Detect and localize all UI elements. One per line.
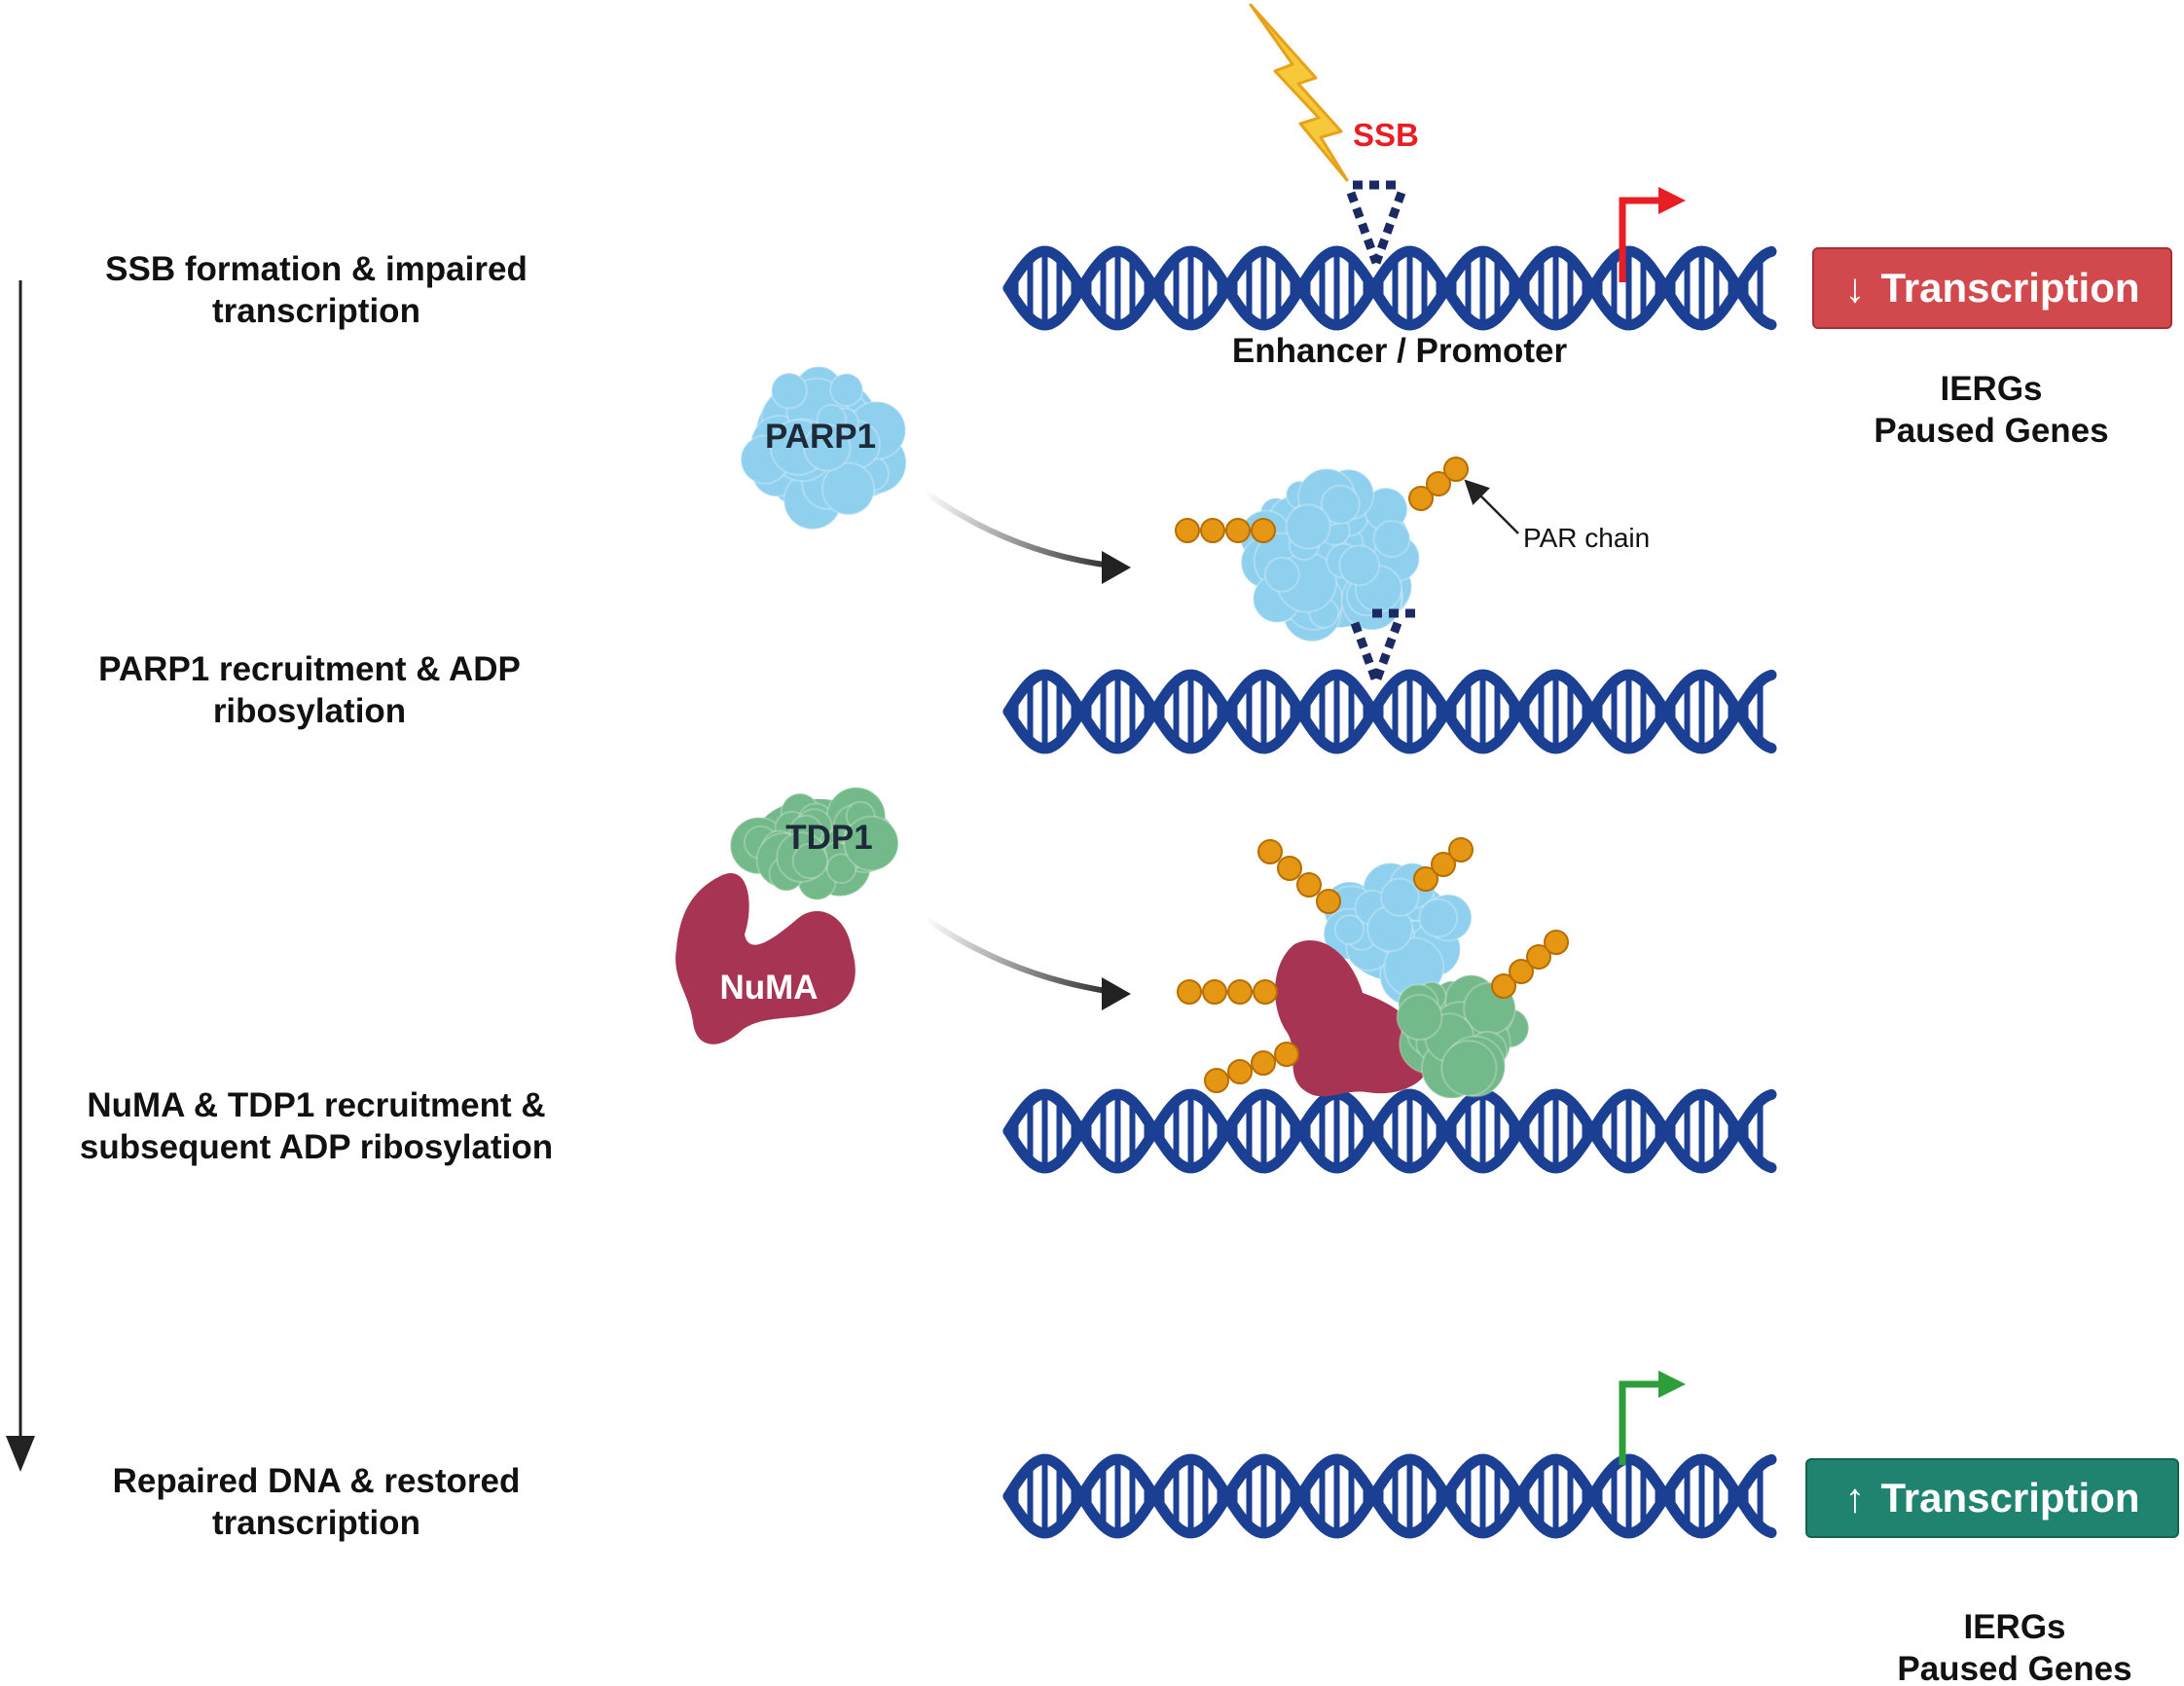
par-chain-label: PAR chain: [1523, 523, 1650, 553]
transcription-down-text: Transcription: [1880, 265, 2140, 311]
tdp1-label: TDP1: [785, 819, 872, 857]
recruitment-arrow-1: [923, 489, 1120, 569]
repair-complex-icon: [1275, 861, 1530, 1100]
genes-label-top: IERGs Paused Genes: [1874, 370, 2109, 450]
step-1-label: SSB formation & impaired transcription: [105, 250, 528, 330]
down-arrow-icon: ↓: [1844, 265, 1866, 311]
dna-helix-4: [1002, 1453, 1777, 1539]
recruitment-arrow-2-head: [1102, 977, 1131, 1010]
enhancer-promoter-label: Enhancer / Promoter: [1232, 332, 1568, 370]
recruitment-arrow-2: [923, 915, 1120, 996]
par-chain-pointer: [1464, 479, 1519, 534]
transcription-up-text: Transcription: [1880, 1475, 2140, 1521]
parp1-bound-protein-icon: [1239, 467, 1421, 642]
step-3-label: NuMA & TDP1 recruitment & subsequent ADP…: [79, 1086, 554, 1166]
ssb-label: SSB: [1353, 117, 1419, 153]
ssb-break-icon-2: [1350, 608, 1416, 683]
par-chains-step2: [1175, 457, 1469, 543]
numa-protein-icon: [675, 873, 855, 1045]
tss-arrow-down-icon: [1619, 187, 1686, 282]
genes-label-bottom: IERGs Paused Genes: [1897, 1608, 2132, 1686]
up-arrow-icon: ↑: [1844, 1475, 1866, 1521]
dna-helix-1: [1002, 245, 1777, 331]
tss-arrow-up-icon: [1619, 1371, 1686, 1465]
parp1-label: PARP1: [765, 418, 876, 456]
dna-helix-2: [1002, 669, 1777, 754]
par-chains-step3: [1177, 837, 1569, 1093]
recruitment-arrow-1-head: [1102, 551, 1131, 584]
transcription-up-badge: ↑ Transcription: [1805, 1458, 2179, 1538]
tdp1-protein-icon: [729, 786, 899, 901]
dna-helix-3: [1002, 1088, 1777, 1174]
transcription-down-badge: ↓ Transcription: [1812, 247, 2172, 329]
lightning-icon: [1249, 3, 1349, 182]
timeline-arrow: [6, 280, 35, 1472]
numa-label: NuMA: [719, 969, 818, 1007]
ssb-break-icon: [1346, 180, 1406, 265]
step-4-label: Repaired DNA & restored transcription: [112, 1462, 521, 1542]
parp1-protein-icon: [740, 365, 907, 531]
step-2-label: PARP1 recruitment & ADP ribosylation: [98, 650, 521, 730]
